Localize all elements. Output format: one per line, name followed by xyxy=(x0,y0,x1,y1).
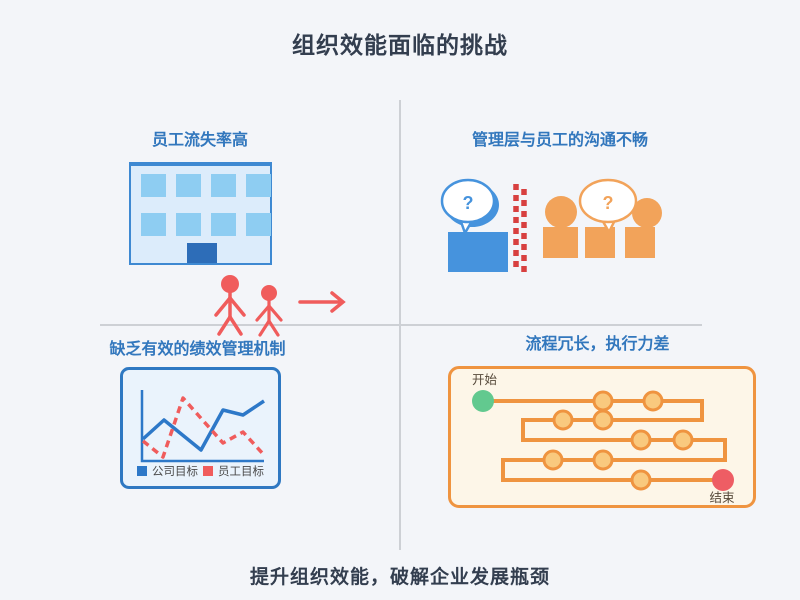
communication-illustration: ? ? xyxy=(440,178,662,273)
stick-figure-icon xyxy=(214,275,246,336)
employee-figures xyxy=(543,196,662,258)
process-step-node xyxy=(552,409,574,431)
legend-swatch-employee xyxy=(203,466,213,476)
building-window xyxy=(141,213,166,236)
building-icon xyxy=(129,162,272,265)
legend-label-company: 公司目标 xyxy=(152,466,198,478)
process-step-node xyxy=(592,390,614,412)
employee-head xyxy=(545,196,577,228)
chart-axes xyxy=(140,390,264,463)
building-window xyxy=(211,174,236,197)
quadrant-title-performance: 缺乏有效的绩效管理机制 xyxy=(109,341,286,358)
building-window xyxy=(211,213,236,236)
building-window xyxy=(246,213,271,236)
process-flow-panel: 开始 结束 xyxy=(448,366,756,508)
process-step-node xyxy=(630,429,652,451)
process-step-node xyxy=(642,390,664,412)
process-flowchart: 开始 结束 xyxy=(472,373,735,505)
building-window xyxy=(141,174,166,197)
quadrant-title-turnover: 员工流失率高 xyxy=(151,132,248,149)
process-step-nodes xyxy=(542,390,694,491)
legend-swatch-company xyxy=(137,466,147,476)
employee-question-mark: ? xyxy=(603,193,614,213)
footer-text: 提升组织效能，破解企业发展瓶颈 xyxy=(249,567,550,588)
employee-figure xyxy=(543,227,578,258)
process-step-node xyxy=(592,449,614,471)
performance-chart-panel: 公司目标 员工目标 xyxy=(120,367,281,489)
employee-figure xyxy=(625,227,655,258)
employee-head xyxy=(632,198,662,228)
company-goal-line xyxy=(141,399,265,452)
goal-line-chart xyxy=(140,390,266,463)
building-window xyxy=(246,174,271,197)
start-label: 开始 xyxy=(472,373,498,387)
leaving-employees-illustration xyxy=(214,275,346,337)
quadrant-title-communication: 管理层与员工的沟通不畅 xyxy=(471,132,648,149)
process-step-node xyxy=(630,469,652,491)
process-step-node xyxy=(592,409,614,431)
building-window xyxy=(176,174,201,197)
end-label: 结束 xyxy=(709,491,735,505)
manager-question-mark: ? xyxy=(463,193,474,213)
start-node xyxy=(472,390,494,412)
employee-speech-bubble-icon xyxy=(578,178,638,224)
manager-speech-bubble-icon xyxy=(440,178,496,224)
building-window xyxy=(176,213,201,236)
quadrant-title-process: 流程冗长，执行力差 xyxy=(525,336,670,353)
legend-label-employee: 员工目标 xyxy=(218,466,264,478)
manager-figure xyxy=(448,232,508,272)
process-step-node xyxy=(542,449,564,471)
process-step-node xyxy=(672,429,694,451)
building-door xyxy=(187,243,217,263)
process-path xyxy=(483,399,727,482)
arrow-right-icon xyxy=(298,291,346,313)
communication-barrier-icon xyxy=(513,184,527,273)
stick-figure-icon xyxy=(255,285,283,337)
page-title: 组织效能面临的挑战 xyxy=(292,32,508,58)
end-node xyxy=(712,469,734,491)
chart-legend: 公司目标 员工目标 xyxy=(123,463,278,479)
divider-horizontal xyxy=(100,324,702,326)
